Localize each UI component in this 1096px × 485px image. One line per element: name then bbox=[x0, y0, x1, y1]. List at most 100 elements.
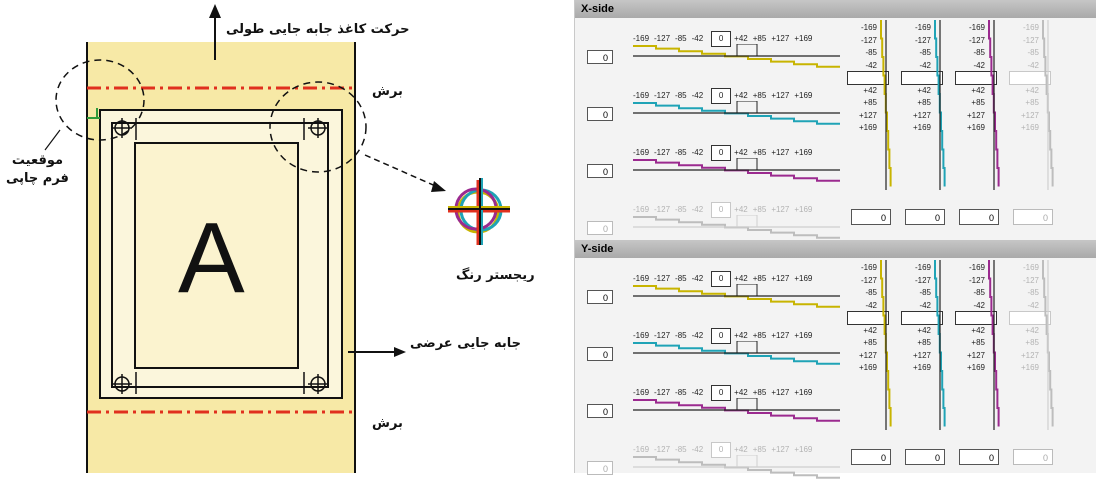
scale-zero-box: 0 bbox=[711, 442, 732, 458]
vertical-tick-label: +85 bbox=[971, 338, 985, 347]
print-letter: A bbox=[178, 202, 245, 314]
scale-tick-label: +169 bbox=[794, 34, 813, 43]
vertical-tick-label: -42 bbox=[973, 60, 985, 70]
vertical-tick-label: -169 bbox=[860, 23, 877, 32]
vertical-tick-label: +42 bbox=[1025, 325, 1039, 335]
vertical-tick-label: +169 bbox=[912, 123, 931, 132]
scale-tick-label: -127 bbox=[654, 274, 671, 283]
vertical-tick-label: +42 bbox=[863, 325, 877, 335]
row-offset-input[interactable]: 0 bbox=[587, 290, 613, 304]
vertical-tick-label: +85 bbox=[863, 338, 877, 347]
color-register-label: ریجستر رنگ bbox=[456, 268, 535, 283]
vertical-tick-label: +127 bbox=[1020, 110, 1039, 120]
scale-tick-label: -85 bbox=[675, 91, 687, 100]
vertical-tick-label: -127 bbox=[914, 275, 931, 285]
scale-tick-label: -85 bbox=[675, 274, 687, 283]
form-position-label-line2: فرم چاپی bbox=[6, 171, 69, 186]
vertical-tick-label: +169 bbox=[966, 363, 985, 372]
vertical-tick-label: -42 bbox=[973, 300, 985, 310]
vertical-tick-label: +127 bbox=[858, 110, 877, 120]
scale-tick-label: +85 bbox=[752, 34, 767, 43]
scale-tick-label: -85 bbox=[675, 445, 687, 454]
scale-tick-label: +127 bbox=[771, 34, 790, 43]
vertical-tick-label: -85 bbox=[973, 48, 985, 57]
row-staircase-graphic bbox=[633, 101, 840, 125]
vertical-offset-input[interactable]: 0 bbox=[851, 209, 891, 225]
vertical-staircase-graphic bbox=[934, 260, 946, 430]
scale-tick-label: -85 bbox=[675, 205, 687, 214]
form-position-label: موقعیت فرم چاپی bbox=[6, 152, 69, 188]
scale-tick-label: +169 bbox=[794, 91, 813, 100]
vertical-zero-box bbox=[901, 71, 943, 85]
vertical-tick-label: -42 bbox=[919, 300, 931, 310]
scale-tick-label: -169 bbox=[633, 91, 650, 100]
vertical-tick-label: -127 bbox=[1022, 35, 1039, 45]
vertical-tick-label: +127 bbox=[858, 350, 877, 360]
vertical-offset-input[interactable]: 0 bbox=[905, 449, 945, 465]
vertical-offset-input[interactable]: 0 bbox=[959, 449, 999, 465]
vertical-tick-label: +169 bbox=[912, 363, 931, 372]
vertical-tick-label: +85 bbox=[1025, 338, 1039, 347]
scale-zero-box: 0 bbox=[711, 88, 732, 104]
row-offset-input[interactable]: 0 bbox=[587, 347, 613, 361]
scale-tick-label: -42 bbox=[691, 445, 704, 454]
vertical-tick-label: -169 bbox=[860, 263, 877, 272]
scale-tick-label: -42 bbox=[691, 34, 704, 43]
vertical-tick-label: -169 bbox=[914, 263, 931, 272]
vertical-offset-input[interactable]: 0 bbox=[1013, 449, 1053, 465]
vertical-offset-input[interactable]: 0 bbox=[959, 209, 999, 225]
vertical-staircase-graphic bbox=[880, 20, 892, 190]
scale-tick-label: +85 bbox=[752, 331, 767, 340]
row-staircase-graphic bbox=[633, 215, 840, 239]
vertical-staircase-graphic bbox=[988, 260, 1000, 430]
scale-tick-label: +127 bbox=[771, 388, 790, 397]
color-register-icon bbox=[448, 178, 510, 245]
image-frame bbox=[134, 142, 299, 369]
vertical-staircase-graphic bbox=[1042, 260, 1054, 430]
zoom-arrow bbox=[364, 154, 441, 189]
vertical-tick-label: -127 bbox=[914, 35, 931, 45]
vertical-offset-input[interactable]: 0 bbox=[905, 209, 945, 225]
row-offset-input[interactable]: 0 bbox=[587, 221, 613, 235]
vertical-tick-label: +127 bbox=[912, 110, 931, 120]
scale-tick-label: +42 bbox=[734, 34, 748, 43]
vertical-offset-input[interactable]: 0 bbox=[851, 449, 891, 465]
vertical-tick-label: -169 bbox=[914, 23, 931, 32]
highlight-circle-left bbox=[55, 59, 145, 141]
scale-tick-label: +85 bbox=[752, 274, 767, 283]
vertical-tick-label: +169 bbox=[858, 363, 877, 372]
row-offset-input[interactable]: 0 bbox=[587, 107, 613, 121]
vertical-tick-label: +85 bbox=[917, 98, 931, 107]
register-mark-bottom-left bbox=[112, 372, 137, 394]
vertical-offset-input[interactable]: 0 bbox=[1013, 209, 1053, 225]
row-offset-input[interactable]: 0 bbox=[587, 164, 613, 178]
vertical-tick-label: -169 bbox=[968, 23, 985, 32]
scale-tick-label: -127 bbox=[654, 205, 671, 214]
register-diagram bbox=[44, 4, 510, 473]
row-staircase-graphic bbox=[633, 455, 840, 479]
register-mark-bottom-right bbox=[303, 372, 328, 394]
scale-tick-label: +169 bbox=[794, 445, 813, 454]
scale-tick-label: +42 bbox=[734, 445, 748, 454]
row-offset-input[interactable]: 0 bbox=[587, 404, 613, 418]
vertical-zero-box bbox=[955, 311, 997, 325]
scale-zero-box: 0 bbox=[711, 328, 732, 344]
scale-tick-label: -127 bbox=[654, 34, 671, 43]
vertical-tick-label: -169 bbox=[968, 263, 985, 272]
vertical-tick-label: +169 bbox=[966, 123, 985, 132]
scale-tick-label: +42 bbox=[734, 331, 748, 340]
scale-zero-box: 0 bbox=[711, 271, 732, 287]
row-offset-input[interactable]: 0 bbox=[587, 50, 613, 64]
row-staircase-graphic bbox=[633, 44, 840, 68]
vertical-tick-label: -127 bbox=[860, 275, 877, 285]
scale-tick-label: +127 bbox=[771, 205, 790, 214]
vertical-tick-label: +169 bbox=[1020, 123, 1039, 132]
scale-tick-label: +85 bbox=[752, 91, 767, 100]
